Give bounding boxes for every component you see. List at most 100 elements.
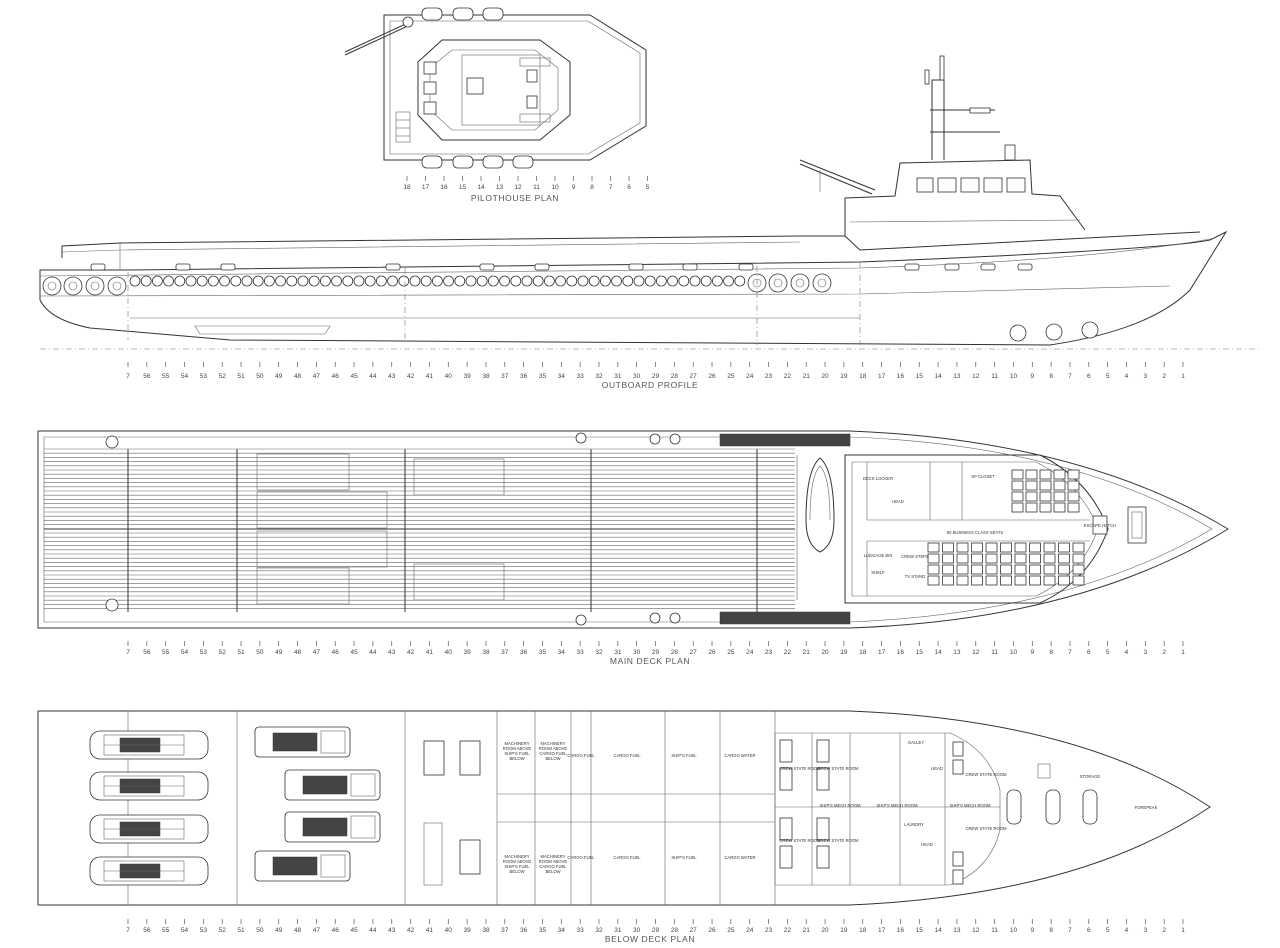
main-deck-frame-49: 8 xyxy=(1049,649,1053,656)
label-forepeak: FOREPEAK xyxy=(1135,805,1158,810)
below-deck-frame-23: 34 xyxy=(558,927,566,934)
below-deck-frame-13: 44 xyxy=(369,927,377,934)
outboard-frame-51: 6 xyxy=(1087,373,1091,380)
outboard-frame-26: 31 xyxy=(614,373,622,380)
below-deck-frame-24: 33 xyxy=(577,927,585,934)
below-deck-frame-44: 13 xyxy=(953,927,961,934)
main-deck-frame-23: 34 xyxy=(558,649,566,656)
cargo-deck-planking xyxy=(44,448,795,612)
below-deck-frame-49: 8 xyxy=(1049,927,1053,934)
below-deck-bulkheads xyxy=(127,711,776,905)
below-deck-frame-42: 15 xyxy=(916,927,924,934)
below-deck-plan-title: BELOW DECK PLAN xyxy=(605,934,695,944)
passenger-seats xyxy=(927,469,1085,586)
main-deck-frame-20: 37 xyxy=(501,649,509,656)
main-deck-frame-33: 24 xyxy=(746,649,754,656)
below-deck-frame-19: 38 xyxy=(482,927,490,934)
label-storage: STORAGE xyxy=(1080,774,1101,779)
below-deck-frame-56: 1 xyxy=(1181,927,1185,934)
outboard-frame-35: 22 xyxy=(784,373,792,380)
below-deck-frame-54: 3 xyxy=(1144,927,1148,934)
below-deck-frame-48: 9 xyxy=(1030,927,1034,934)
label-deck-locker: DECK LOCKER xyxy=(863,476,893,481)
generator-sets xyxy=(254,726,381,882)
label-cargo-fuel-narrow-top: CARGO FUEL xyxy=(567,753,595,758)
label-cargo-fuel-narrow-bottom: CARGO FUEL xyxy=(567,855,595,860)
below-deck-frame-8: 49 xyxy=(275,927,283,934)
main-deck-frame-29: 28 xyxy=(671,649,679,656)
label-crew-stateroom-2: CREW STATE ROOM xyxy=(817,766,859,771)
label-laundry: LAUNDRY xyxy=(904,822,924,827)
main-deck-frame-26: 31 xyxy=(614,649,622,656)
outboard-frame-21: 36 xyxy=(520,373,528,380)
outboard-frame-8: 49 xyxy=(275,373,283,380)
outboard-frame-7: 50 xyxy=(256,373,264,380)
outboard-profile xyxy=(39,55,1262,350)
main-deck-frame-45: 12 xyxy=(972,649,980,656)
below-deck-frame-9: 48 xyxy=(294,927,302,934)
outboard-profile-title: OUTBOARD PROFILE xyxy=(602,380,699,390)
below-deck-frame-55: 2 xyxy=(1162,927,1166,934)
outboard-frame-36: 21 xyxy=(803,373,811,380)
below-deck-frame-11: 46 xyxy=(332,927,340,934)
main-deck-frame-46: 11 xyxy=(991,649,998,656)
main-deck-frame-5: 52 xyxy=(219,649,227,656)
below-deck-frame-5: 52 xyxy=(219,927,227,934)
below-deck-frame-6: 51 xyxy=(237,927,245,934)
below-deck-frame-10: 47 xyxy=(313,927,321,934)
main-deck-frame-47: 10 xyxy=(1010,649,1018,656)
outboard-frame-54: 3 xyxy=(1144,373,1148,380)
outboard-frame-1: 56 xyxy=(143,373,151,380)
outboard-frame-41: 16 xyxy=(897,373,905,380)
main-deck-frame-54: 3 xyxy=(1144,649,1148,656)
label-head-below-2: HEAD xyxy=(921,842,933,847)
below-deck-frame-14: 43 xyxy=(388,927,396,934)
main-deck-frame-21: 36 xyxy=(520,649,528,656)
radar-mast xyxy=(924,55,1016,161)
outboard-frame-6: 51 xyxy=(237,373,245,380)
label-business-seats: 60 BUSINESS CLASS SEATS xyxy=(947,530,1004,535)
pilothouse-frame-7: 11 xyxy=(533,184,540,191)
label-closet: SP CLOSET xyxy=(971,474,995,479)
below-deck-frame-51: 6 xyxy=(1087,927,1091,934)
outboard-frame-38: 19 xyxy=(840,373,848,380)
below-deck-frame-29: 28 xyxy=(671,927,679,934)
pilothouse-frame-2: 16 xyxy=(440,184,448,191)
pilothouse-frame-0: 18 xyxy=(403,184,411,191)
main-deck-frame-24: 33 xyxy=(577,649,585,656)
outboard-frame-14: 43 xyxy=(388,373,396,380)
outboard-frame-39: 18 xyxy=(859,373,867,380)
label-ships-mech-room-1: SHIP'S MECH ROOM xyxy=(819,803,861,808)
profile-crane xyxy=(799,159,876,195)
outboard-frame-44: 13 xyxy=(953,373,961,380)
outboard-frame-37: 20 xyxy=(821,373,829,380)
outboard-frame-49: 8 xyxy=(1049,373,1053,380)
outboard-frame-46: 11 xyxy=(991,373,998,380)
crew-bunks xyxy=(779,739,964,885)
outboard-frame-23: 34 xyxy=(558,373,566,380)
main-deck-frame-28: 29 xyxy=(652,649,660,656)
outboard-frame-11: 46 xyxy=(332,373,340,380)
main-deck-frame-19: 38 xyxy=(482,649,490,656)
outboard-frame-3: 54 xyxy=(181,373,189,380)
outboard-frame-31: 26 xyxy=(708,373,716,380)
below-deck-frame-40: 17 xyxy=(878,927,886,934)
below-deck-frame-3: 54 xyxy=(181,927,189,934)
main-deck-frame-11: 46 xyxy=(332,649,340,656)
outboard-frame-47: 10 xyxy=(1010,373,1018,380)
outboard-frame-19: 38 xyxy=(482,373,490,380)
outboard-frame-18: 39 xyxy=(463,373,471,380)
main-deck-frame-4: 53 xyxy=(200,649,208,656)
below-deck-frame-7: 50 xyxy=(256,927,264,934)
outboard-frame-55: 2 xyxy=(1162,373,1166,380)
main-deck-frame-0: 7 xyxy=(126,649,130,656)
below-deck-frame-46: 11 xyxy=(991,927,998,934)
below-deck-frame-50: 7 xyxy=(1068,927,1072,934)
main-deck-frame-34: 23 xyxy=(765,649,773,656)
main-deck-frame-37: 20 xyxy=(821,649,829,656)
